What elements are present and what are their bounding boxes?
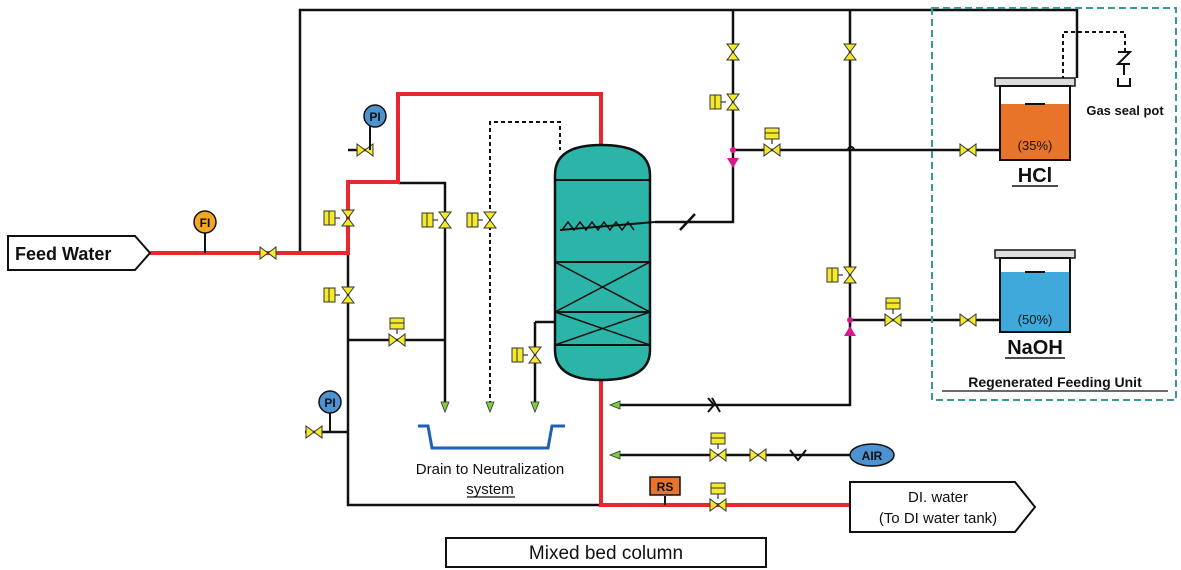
resistivity-sensor-rs	[649, 476, 681, 496]
regenerated-feeding-unit-label: Regenerated Feeding Unit	[968, 374, 1142, 390]
air-label: AIR	[862, 449, 883, 463]
feed-water-label: Feed Water	[15, 244, 111, 264]
naoh-mixing-point	[844, 326, 856, 336]
crossover-mark	[847, 146, 855, 151]
air-valve	[749, 448, 767, 462]
feed-valve	[259, 246, 277, 260]
outlet-valve	[709, 498, 727, 512]
title-box	[445, 537, 767, 568]
gas-seal-pot-symbol	[1115, 51, 1133, 87]
flow-indicator-fi	[193, 210, 217, 234]
black-pipes	[298, 8, 1079, 507]
naoh-tank-valve	[959, 313, 977, 327]
hcl-line-valve-2	[726, 93, 740, 111]
pi-bottom-valve	[305, 425, 323, 439]
fi-label: FI	[200, 216, 211, 230]
naoh-concentration: (50%)	[1018, 312, 1053, 327]
inlet-valve	[341, 209, 355, 227]
di-water-arrow	[849, 481, 1037, 533]
naoh-line-valve-1	[843, 43, 857, 61]
di-water-sublabel: (To DI water tank)	[879, 510, 997, 527]
hcl-label: HCl	[1018, 165, 1052, 187]
bypass-valve	[341, 286, 355, 304]
drain-tray	[418, 424, 565, 450]
diagram-title: Mixed bed column	[529, 543, 683, 564]
air-control-valve	[709, 448, 727, 462]
air-supply	[849, 443, 895, 467]
drain-valve-2	[483, 211, 497, 229]
drain-label: Drain to Neutralization	[416, 461, 564, 478]
naoh-control-valve	[884, 313, 902, 327]
drain-sublabel: system	[466, 481, 514, 498]
hcl-line-valve-1	[726, 43, 740, 61]
feed-water-arrow	[7, 235, 152, 271]
dashed-lines	[489, 31, 1126, 405]
hcl-mixing-point	[727, 158, 739, 168]
mixed-bed-vessel	[553, 143, 656, 382]
hcl-tank-valve	[959, 143, 977, 157]
gas-seal-pot-label: Gas seal pot	[1086, 103, 1164, 118]
hcl-control-valve	[763, 143, 781, 157]
regenerated-feeding-unit-boundary	[931, 7, 1177, 401]
naoh-line-valve-2	[843, 266, 857, 284]
naoh-label: NaOH	[1007, 337, 1063, 359]
pressure-indicator-top	[363, 104, 387, 128]
pi-bottom-label: PI	[324, 396, 335, 410]
hcl-concentration: (35%)	[1018, 138, 1053, 153]
drain-valve-1	[438, 211, 452, 229]
pi-top-label: PI	[369, 110, 380, 124]
rs-label: RS	[657, 480, 674, 494]
check-symbols	[707, 397, 807, 462]
drain-valve-3	[528, 346, 542, 364]
pressure-indicator-bottom	[318, 390, 342, 414]
naoh-tank	[994, 249, 1076, 333]
di-water-label: DI. water	[908, 489, 968, 506]
red-process-line	[150, 92, 850, 507]
rinse-valve	[388, 333, 406, 347]
hcl-tank	[994, 77, 1076, 161]
